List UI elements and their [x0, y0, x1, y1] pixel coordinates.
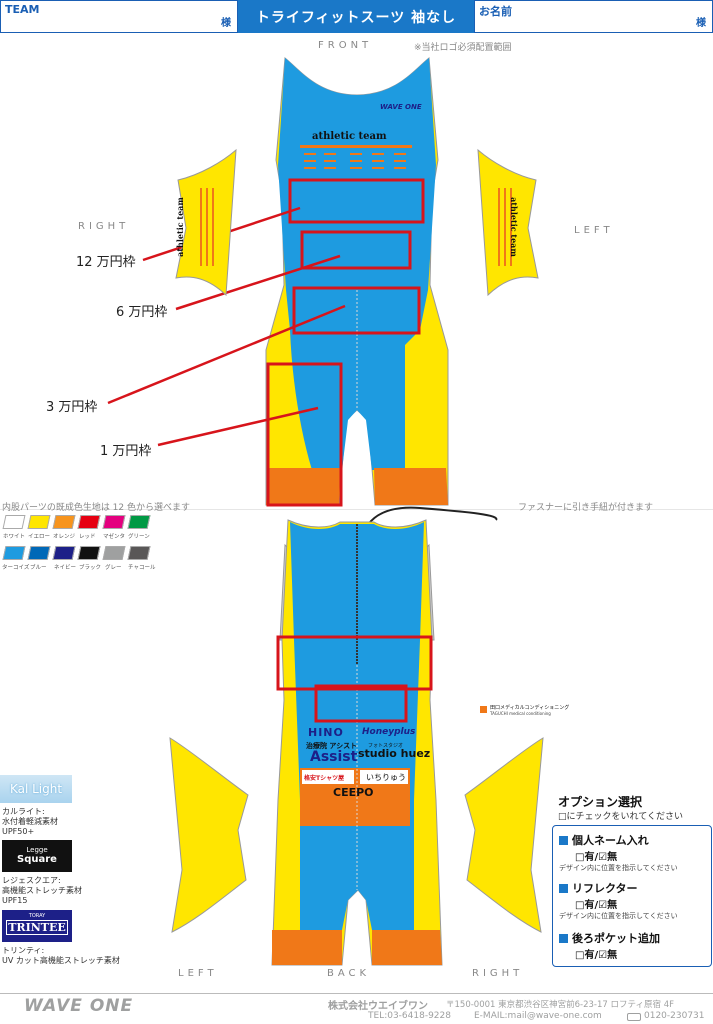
- left-sleeve-text: athletic team: [508, 197, 519, 257]
- team-field[interactable]: TEAM 様: [0, 0, 238, 33]
- option-name: 個人ネーム入れ □有/☑無 デザイン内に位置を指示してください: [559, 834, 678, 872]
- footer-free-dial: 0120-230731: [644, 1011, 705, 1021]
- legge-logo-bottom: Square: [17, 854, 57, 865]
- price-3man: 3 万円枠: [46, 400, 98, 415]
- frame-3man: [292, 286, 421, 335]
- front-left-cuff: [266, 468, 340, 505]
- sponsor-ceepo: CEEPO: [333, 786, 374, 799]
- sponsor-assist: Assist: [310, 749, 358, 765]
- name-sama: 様: [696, 18, 706, 29]
- swatch-label: ブルー: [30, 565, 47, 571]
- back-label: BACK: [327, 968, 371, 979]
- options-subtitle: □にチェックをいれてください: [558, 812, 683, 822]
- option-reflector-hint: デザイン内に位置を指示してください: [559, 912, 678, 920]
- bullet-square-icon: [559, 933, 568, 943]
- sponsor-shirt: 格安Tシャツ屋: [304, 775, 345, 782]
- option-name-hint: デザイン内に位置を指示してください: [559, 864, 678, 872]
- name-label: お名前: [479, 5, 512, 18]
- price-1man: 1 万円枠: [100, 444, 152, 459]
- sponsor-studio-small: フォトスタジオ: [368, 743, 404, 749]
- page-title: トライフィットスーツ 袖なし: [238, 0, 474, 33]
- name-field[interactable]: お名前 様: [474, 0, 713, 33]
- swatch-label: グレー: [105, 565, 122, 571]
- bullet-square-icon: [559, 883, 568, 893]
- trintee-logo-small: TORAY: [28, 913, 46, 919]
- option-reflector-choice[interactable]: □有/☑無: [575, 900, 618, 911]
- swatch-label: イエロー: [28, 534, 50, 540]
- option-pocket: 後ろポケット追加 □有/☑無: [559, 930, 660, 961]
- team-label: TEAM: [5, 3, 40, 16]
- trintee-logo: TORAY TRINTEE: [2, 910, 72, 942]
- back-left-label: LEFT: [178, 968, 218, 979]
- kal-light-desc: カルライト: 水付着軽減素材 UPF50+: [2, 807, 58, 836]
- footer-company: 株式会社ウエイブワン: [328, 1001, 428, 1012]
- side-logo-text: 田口メディカルコンディショニング: [490, 705, 570, 711]
- legge-desc: レジェスクエア: 高機能ストレッチ素材 UPF15: [2, 876, 82, 905]
- bullet-square-icon: [559, 835, 568, 845]
- swatch-label: チャコール: [128, 565, 156, 571]
- price-6man: 6 万円枠: [116, 305, 168, 320]
- sponsor-honeyplus: Honeyplus: [362, 727, 416, 737]
- footer-tel: TEL:03-6418-9228: [368, 1011, 451, 1021]
- option-pocket-choice[interactable]: □有/☑無: [575, 950, 618, 961]
- front-right-cuff: [374, 468, 448, 505]
- price-12man: 12 万円枠: [76, 255, 136, 270]
- frame-1man: [266, 362, 343, 507]
- sponsor-hino: HINO: [308, 726, 344, 739]
- swatch-label: ターコイズ: [2, 565, 30, 571]
- swatch-label: マゼンタ: [103, 534, 126, 540]
- back-frame-small: [314, 684, 408, 723]
- footer-divider: [0, 993, 713, 994]
- trintee-logo-text: TRINTEE: [6, 920, 68, 935]
- back-frame-large: [276, 635, 433, 691]
- front-team-text: athletic team: [312, 131, 387, 142]
- logo-note: ※当社ロゴ必須配置範囲: [414, 43, 512, 53]
- swatch-label: ネイビー: [54, 565, 77, 571]
- front-suit-drawing: [0, 57, 713, 510]
- chest-dot-pattern: [300, 145, 412, 169]
- legge-logo-top: Legge: [26, 846, 48, 854]
- options-box: 個人ネーム入れ □有/☑無 デザイン内に位置を指示してください リフレクター □…: [552, 825, 712, 967]
- left-sleeve: [477, 148, 539, 297]
- sponsor-ichiryu: いちりゅう: [366, 773, 406, 782]
- back-left-sleeve: [464, 737, 544, 933]
- trintee-desc: トリンティ: UV カット高機能ストレッチ素材: [2, 946, 120, 965]
- footer-email[interactable]: E-MAIL:mail@wave-one.com: [474, 1011, 602, 1021]
- sponsor-studio: studio huez: [358, 747, 431, 760]
- frame-12man: [288, 178, 425, 224]
- option-name-choice[interactable]: □有/☑無: [575, 852, 618, 863]
- kal-light-logo: Kal Light: [0, 775, 72, 803]
- side-logo-sub: TAGUCHI medical conditioning: [490, 711, 551, 716]
- swatch-label: ホワイト: [3, 534, 26, 540]
- zipper-note: ファスナーに引き手紐が付きます: [518, 503, 654, 513]
- right-sleeve-text: athletic team: [174, 197, 185, 257]
- right-label: RIGHT: [78, 221, 130, 232]
- options-title: オプション選択: [558, 795, 643, 809]
- option-reflector: リフレクター □有/☑無 デザイン内に位置を指示してください: [559, 882, 678, 920]
- legge-logo: Legge Square: [2, 840, 72, 872]
- swatch-label: レッド: [79, 534, 96, 540]
- back-right-label: RIGHT: [472, 968, 524, 979]
- back-right-sleeve: [169, 737, 249, 933]
- left-label: LEFT: [574, 225, 614, 236]
- inner-color-note: 内股パーツの既成色生地は 12 色から選べます: [2, 503, 190, 513]
- footer-address: 〒150-0001 東京都渋谷区神宮前6-23-17 ロフティ原宿 4F: [446, 1000, 674, 1010]
- swatch-label: グリーン: [128, 534, 150, 540]
- swatch-label: オレンジ: [53, 534, 76, 540]
- footer-logo: WAVE ONE: [24, 996, 134, 1016]
- frame-6man: [300, 230, 412, 270]
- front-label: FRONT: [318, 40, 373, 51]
- front-brand-logo: WAVE ONE: [380, 103, 422, 111]
- free-dial-icon: [627, 1013, 641, 1021]
- back-suit-drawing: [169, 506, 544, 966]
- team-sama: 様: [221, 18, 231, 29]
- kal-light-logo-text: Kal Light: [9, 782, 63, 796]
- swatch-label: ブラック: [79, 565, 102, 571]
- sponsor-assist-small: 治療院 アシスト: [306, 742, 358, 750]
